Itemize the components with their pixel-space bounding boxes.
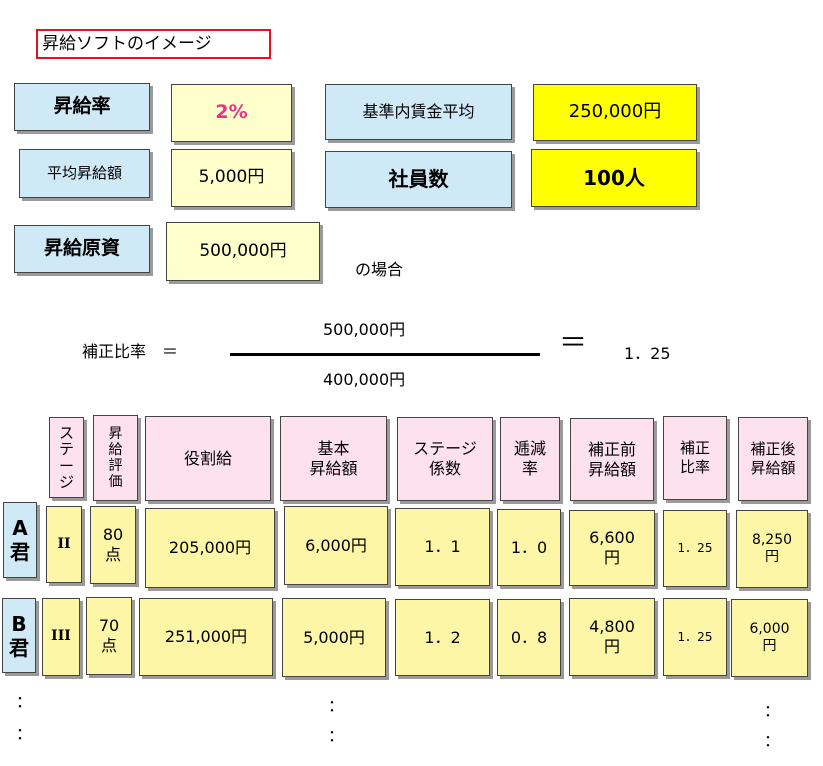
header-stage-coef-line1: ステージ [413,439,477,458]
header-post-correction-line2: 昇給額 [750,459,796,477]
formula-equals: ＝ [559,326,588,359]
header-ratio-line2: 比率 [679,458,710,476]
header-role: 役割給 [145,416,271,501]
row-b-name-line2: 君 [9,635,29,660]
header-decrement-line1: 逓減 [513,439,546,458]
formula-result: 1．25 [624,344,671,363]
formula-denominator: 400,000円 [323,370,406,389]
row-b-pre-correction-line2: 円 [603,637,620,656]
row-a-decrement: 1．0 [497,509,561,586]
row-a-stage: II [46,506,82,583]
continuation-mark: ： [16,692,33,711]
fund-value: 500,000円 [166,222,320,281]
header-stage-coef: ステージ 係数 [397,417,493,501]
row-a-eval-line2: 点 [104,545,121,564]
continuation-mark: ： [764,701,781,720]
row-b-name-line1: B [11,611,27,636]
row-a-name-line2: 君 [10,540,30,564]
header-eval: 昇給評価 [93,415,138,501]
fraction-bar [230,353,540,356]
header-pre-correction-line1: 補正前 [587,439,636,459]
row-a-stage-coef: 1．1 [395,508,490,586]
header-decrement: 逓減 率 [500,417,560,501]
row-b-eval-line2: 点 [100,636,117,655]
row-a-post-correction-line1: 8,250 [751,531,793,548]
header-stage-coef-line2: 係数 [428,459,461,478]
raise-rate-value: 2% [171,84,292,142]
row-a-name: A 君 [3,502,37,578]
formula-label: 補正比率 ＝ [82,342,179,361]
header-post-correction: 補正後 昇給額 [738,417,808,501]
base-average-label: 基準内賃金平均 [325,84,512,140]
header-ratio: 補正 比率 [663,416,727,500]
row-a-post-correction: 8,250 円 [736,510,808,588]
header-pre-correction-line2: 昇給額 [587,459,636,479]
header-basic-raise: 基本 昇給額 [280,416,387,501]
row-b-post-correction: 6,000 円 [731,599,808,677]
row-a-eval: 80 点 [90,506,136,584]
row-b-pre-correction-line1: 4,800 [589,617,635,636]
header-ratio-line1: 補正 [679,439,710,458]
employees-value: 100人 [531,149,697,207]
row-b-stage-coef: 1．2 [395,599,490,676]
header-basic-raise-line1: 基本 [317,438,350,458]
employees-label: 社員数 [325,151,512,208]
row-b-name: B 君 [2,598,36,673]
row-b-eval-line1: 70 [98,616,120,635]
row-b-basic-raise: 5,000円 [282,598,386,677]
row-b-decrement: 0．8 [497,599,561,676]
row-a-basic-raise: 6,000円 [284,506,388,585]
row-b-post-correction-line1: 6,000 [749,620,790,637]
fund-label: 昇給原資 [14,225,150,273]
continuation-mark: ： [328,696,345,715]
row-a-post-correction-line2: 円 [765,549,779,565]
continuation-mark: ： [328,726,345,745]
row-a-name-line1: A [12,516,28,540]
average-raise-value: 5,000円 [171,149,292,207]
row-a-eval-line1: 80 [102,525,124,544]
base-average-value: 250,000円 [533,84,697,141]
header-decrement-line2: 率 [521,459,538,478]
row-b-eval: 70 点 [86,597,132,675]
header-stage: ステージ [49,417,84,498]
row-a-role: 205,000円 [145,508,275,588]
row-b-ratio: 1．25 [663,598,727,676]
row-b-role: 251,000円 [139,598,273,676]
row-a-ratio: 1．25 [663,510,727,587]
raise-rate-label: 昇給率 [14,83,150,131]
average-raise-label: 平均昇給額 [19,149,150,198]
row-a-pre-correction-line1: 6,600 [589,528,635,547]
continuation-mark: ： [764,731,781,750]
page-title: 昇給ソフトのイメージ [36,29,271,59]
header-pre-correction: 補正前 昇給額 [570,418,654,501]
row-b-pre-correction: 4,800 円 [569,598,655,676]
header-basic-raise-line2: 昇給額 [309,458,358,478]
row-b-post-correction-line2: 円 [762,638,777,654]
continuation-mark: ： [16,724,33,743]
row-a-pre-correction: 6,600 円 [569,510,655,586]
row-b-stage: III [42,598,80,676]
formula-numerator: 500,000円 [323,320,406,339]
row-a-pre-correction-line2: 円 [603,548,620,567]
case-text: の場合 [355,260,404,279]
header-post-correction-line1: 補正後 [750,440,796,459]
